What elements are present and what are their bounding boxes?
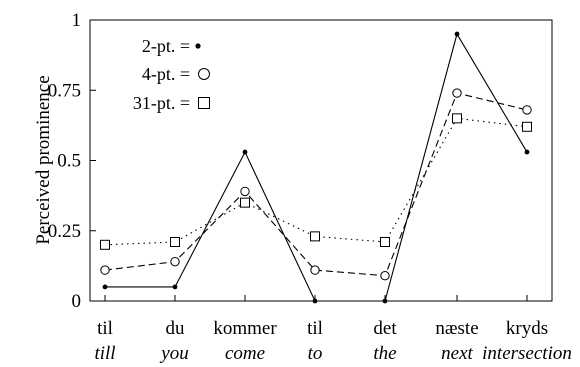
legend-label: 4-pt. = [142,64,190,84]
plot-frame [89,19,553,302]
y-tick-label: 1 [72,10,82,31]
point-4pt [452,88,462,98]
x-tick-gloss: to [308,343,323,364]
series-group [100,31,532,304]
y-tick-label: 0.5 [57,151,81,172]
y-tick-label: 0.25 [48,221,81,242]
point-31pt [310,231,320,242]
point-4pt [310,265,320,275]
point-31pt [452,113,462,124]
point-4pt [380,271,390,281]
point-2pt [242,149,248,155]
x-tick-label: du [166,318,186,339]
point-4pt [240,186,250,197]
point-4pt [522,105,532,115]
series-line-3 [104,117,528,246]
point-2pt [102,284,108,290]
x-tick-gloss: the [373,343,396,364]
point-2pt [172,284,178,290]
x-tick-label: kryds [506,318,548,339]
point-2pt [382,298,388,304]
legend-marker-circle [198,68,210,80]
point-2pt [524,149,530,155]
y-tick-label: 0.75 [48,80,81,101]
x-axis-ticks: til till du you kommer come til to det the næste ne… [94,295,572,364]
x-tick-label: til [97,318,113,339]
x-tick-gloss: come [225,343,265,364]
y-axis-ticks: 0 0.25 0.5 0.75 1 [48,10,96,312]
series-line-2 [104,92,528,277]
point-4pt [170,256,180,267]
point-31pt [380,236,390,247]
point-31pt [100,239,110,250]
point-4pt [100,265,110,275]
y-axis-label: Perceived prominence [33,75,54,244]
legend-label: 2-pt. = [142,36,190,56]
point-2pt [312,298,318,304]
point-31pt [240,197,250,208]
legend-label: 31-pt. = [133,93,190,113]
x-tick-gloss: you [159,343,188,364]
y-tick-label: 0 [72,291,82,312]
legend: 2-pt. = 4-pt. = 31-pt. = [133,36,210,113]
x-tick-gloss: intersection [482,343,572,364]
x-tick-gloss: till [94,343,115,364]
x-tick-label: næste [435,318,478,339]
x-tick-label: det [373,318,397,339]
point-2pt [454,31,460,37]
x-tick-label: kommer [213,318,277,339]
point-31pt [170,236,180,247]
point-31pt [522,121,532,132]
legend-marker-square [198,97,210,109]
x-tick-label: til [307,318,323,339]
x-tick-gloss: next [441,343,473,364]
legend-marker-dot [195,43,201,49]
